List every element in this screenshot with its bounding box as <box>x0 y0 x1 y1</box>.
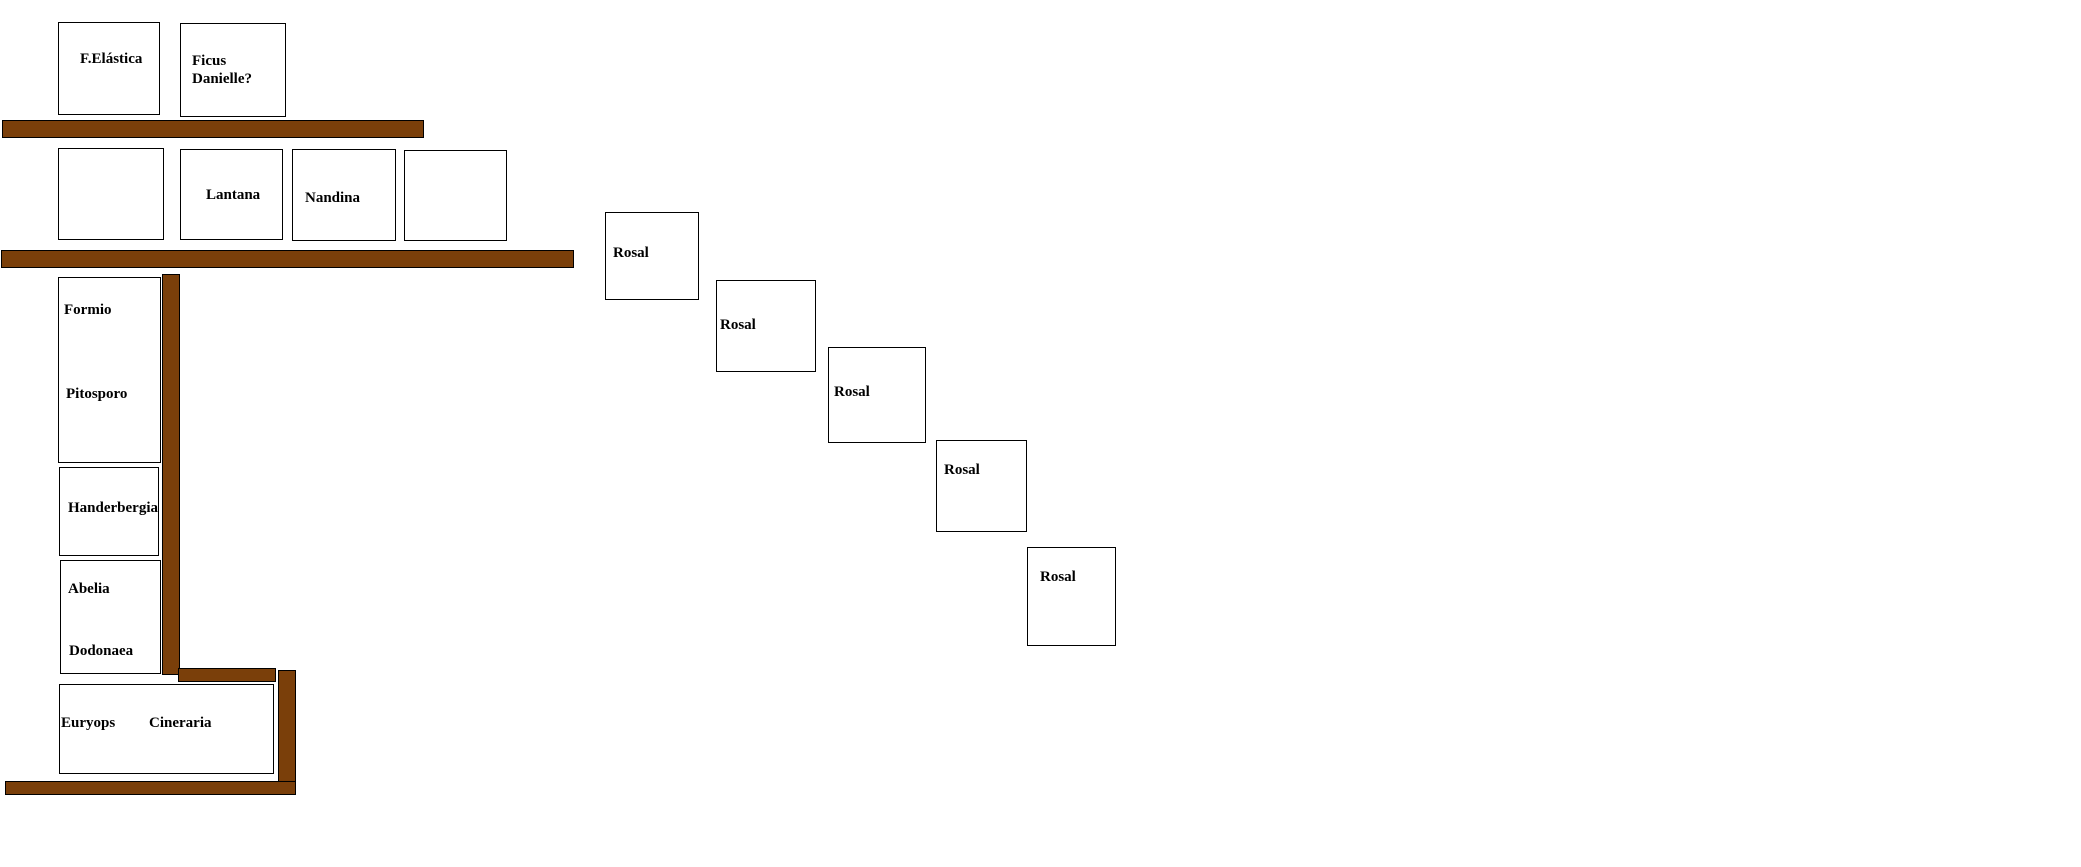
plant-bed-rosal-5: Rosal <box>1027 547 1116 646</box>
plant-bed-handerbergia: Handerbergia <box>59 467 159 556</box>
plant-label: Euryops <box>61 715 116 731</box>
plant-bed-euryops-cineraria: Euryops Cineraria <box>59 684 274 774</box>
plant-label: Formio <box>64 302 112 318</box>
plant-bed-f-elastica: F.Elástica <box>58 22 160 115</box>
plant-bed-rosal-4: Rosal <box>936 440 1027 532</box>
plant-bed-rosal-2: Rosal <box>716 280 816 372</box>
wood-border-top <box>2 120 424 138</box>
plant-bed-nandina: Nandina <box>292 149 396 241</box>
plant-bed-empty-2 <box>404 150 507 241</box>
plant-label: F.Elástica <box>80 51 143 67</box>
plant-label: Cineraria <box>149 715 212 731</box>
plant-bed-ficus: Ficus Danielle? <box>180 23 286 117</box>
plant-label: Lantana <box>206 187 261 203</box>
plant-label: Pitosporo <box>66 386 128 402</box>
plant-label: Rosal <box>720 317 756 333</box>
plant-label: Handerbergia <box>68 500 158 516</box>
plant-label: Rosal <box>1040 569 1076 585</box>
plant-label: Ficus <box>192 53 227 69</box>
wood-border-middle <box>1 250 574 268</box>
plant-label: Nandina <box>305 190 361 206</box>
plant-bed-abelia-dodonaea: Abelia Dodonaea <box>60 560 161 674</box>
wood-border-vertical-short <box>278 670 296 782</box>
wood-border-vertical <box>162 274 180 675</box>
plant-bed-rosal-3: Rosal <box>828 347 926 443</box>
plant-label: Rosal <box>944 462 980 478</box>
plant-label: Abelia <box>68 581 110 597</box>
plant-bed-lantana: Lantana <box>180 149 283 240</box>
plant-label: Rosal <box>613 245 649 261</box>
wood-border-step <box>178 668 276 682</box>
plant-label: Rosal <box>834 384 870 400</box>
plant-label: Dodonaea <box>69 643 134 659</box>
plant-label: Danielle? <box>192 71 252 87</box>
plant-bed-empty-1 <box>58 148 164 240</box>
wood-border-bottom <box>5 781 296 795</box>
plant-bed-rosal-1: Rosal <box>605 212 699 300</box>
plant-bed-formio-pitosporo: Formio Pitosporo <box>58 277 161 463</box>
